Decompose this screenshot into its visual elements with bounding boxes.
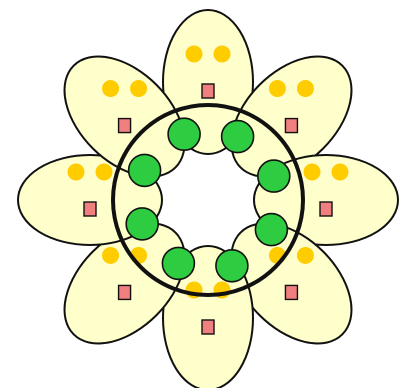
left-eye — [102, 247, 119, 264]
left-eye — [304, 164, 321, 181]
mouth — [285, 285, 297, 299]
left-eye — [269, 80, 286, 97]
right-eye — [297, 80, 314, 97]
mouth — [285, 119, 297, 133]
left-eye — [68, 164, 85, 181]
left-eye — [186, 46, 203, 63]
mouth — [320, 202, 332, 216]
inner-dot — [222, 121, 254, 153]
mouth — [84, 202, 96, 216]
right-eye — [96, 164, 113, 181]
mouth — [202, 84, 214, 98]
mouth — [202, 320, 214, 334]
inner-dot — [168, 118, 200, 150]
left-eye — [102, 80, 119, 97]
inner-dot — [126, 208, 158, 240]
inner-dot — [129, 154, 161, 186]
right-eye — [214, 46, 231, 63]
mouth — [119, 119, 131, 133]
inner-dot — [258, 160, 290, 192]
petal-group — [18, 10, 398, 388]
inner-dot — [162, 247, 194, 279]
inner-dot — [216, 250, 248, 282]
right-eye — [297, 247, 314, 264]
right-eye — [130, 80, 147, 97]
inner-dot — [255, 214, 287, 246]
mouth — [119, 285, 131, 299]
right-eye — [332, 164, 349, 181]
